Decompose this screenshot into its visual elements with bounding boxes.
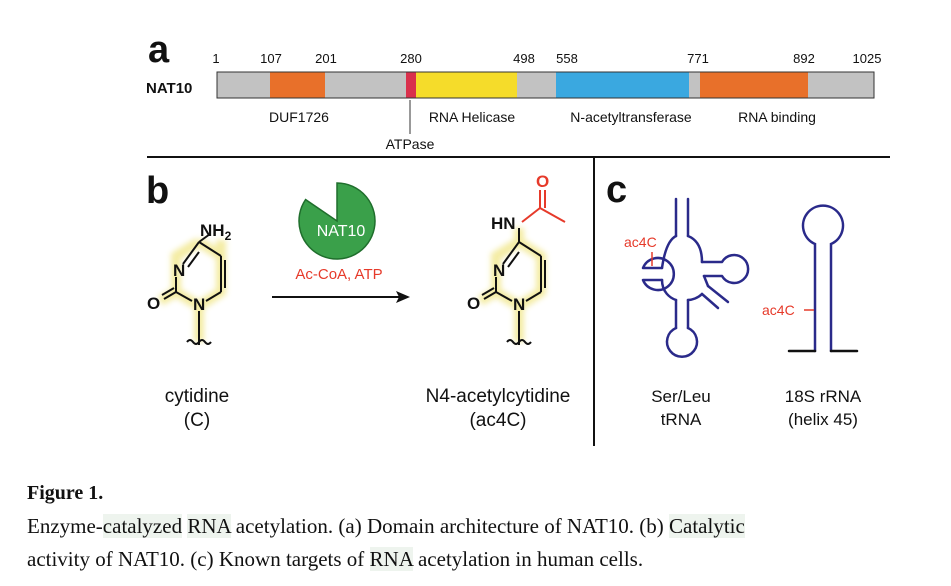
cytidine-nh2-label: NH2 [200,221,232,243]
position-771: 771 [687,51,709,66]
cytidine-o-label: O [147,294,160,313]
panel-b-letter: b [146,170,169,212]
ac4c-hn-label: HN [491,214,516,233]
panel-c: c ac4C Ser/Leu tRNA ac4C 18S rRNA (helix… [606,169,862,429]
cytidine-structure: NH2 N O N [147,221,232,345]
caption-title: Figure 1. [27,482,104,504]
caption-segment: catalyzed [102,514,183,538]
caption-line-1: Enzyme-catalyzed RNA acetylation. (a) Do… [27,510,745,543]
panel-a: a NAT10 1 107 201 280 498 558 771 892 10… [146,29,890,446]
caption-segment: Catalytic [669,514,745,538]
enzyme-label: NAT10 [317,223,366,240]
domain-label-atpase: ATPase [386,136,435,152]
cytidine-n1-label: N [193,295,205,314]
trna-name-line2: tRNA [661,410,702,429]
protein-label: NAT10 [146,80,192,97]
position-280: 280 [400,51,422,66]
cofactors-label: Ac-CoA, ATP [295,266,382,283]
caption-segment: RNA [369,547,413,571]
domain-atpase [406,72,416,98]
product-abbr: (ac4C) [469,410,526,431]
panel-a-letter: a [148,29,170,71]
position-498: 498 [513,51,535,66]
position-1: 1 [212,51,219,66]
rrna-helix-45-structure [787,204,859,353]
substrate-name: cytidine [165,386,229,407]
ac4c-o-label: O [467,294,480,313]
position-558: 558 [556,51,578,66]
position-892: 892 [793,51,815,66]
domain-duf1726 [270,72,325,98]
nat10-enzyme-icon [298,182,376,260]
caption-segment: acetylation in human cells. [412,547,644,571]
trna-name-line1: Ser/Leu [651,387,711,406]
substrate-abbr: (C) [184,410,210,431]
trna-structure [641,197,750,358]
domain-label-n-acetyltransferase: N-acetyltransferase [570,109,692,125]
domain-label-rna-helicase: RNA Helicase [429,109,516,125]
domain-n-acetyltransferase [556,72,689,98]
reaction-arrowhead [396,291,410,303]
domain-rna-binding [700,72,808,98]
protein-bar-outline [216,71,875,99]
figure-1: a NAT10 1 107 201 280 498 558 771 892 10… [146,29,890,446]
product-name: N4-acetylcytidine [426,386,571,407]
ac4c-n3-label: N [493,261,505,280]
rrna-name-line2: (helix 45) [788,410,858,429]
ac4c-acetyl-o-label: O [536,172,549,191]
position-107: 107 [260,51,282,66]
panel-c-letter: c [606,169,627,211]
ac4c-structure: HN N O N O [467,172,566,345]
cytidine-n3-label: N [173,261,185,280]
panel-b: b [146,170,570,431]
position-1025: 1025 [853,51,882,66]
ac4c-n1-label: N [513,295,525,314]
caption-segment: acetylation. (a) Domain architecture of … [230,514,670,538]
trna-ac4c-label: ac4C [624,234,657,250]
domain-label-duf1726: DUF1726 [269,109,329,125]
rrna-ac4c-label: ac4C [762,302,795,318]
caption-line-2: activity of NAT10. (c) Known targets of … [27,543,643,576]
position-201: 201 [315,51,337,66]
caption-segment: activity of NAT10. (c) Known targets of [27,547,370,571]
domain-rna-helicase [416,72,517,98]
domain-label-rna-binding: RNA binding [738,109,816,125]
rrna-name-line1: 18S rRNA [785,387,862,406]
caption-segment: Enzyme- [27,514,103,538]
caption-segment: RNA [187,514,231,538]
